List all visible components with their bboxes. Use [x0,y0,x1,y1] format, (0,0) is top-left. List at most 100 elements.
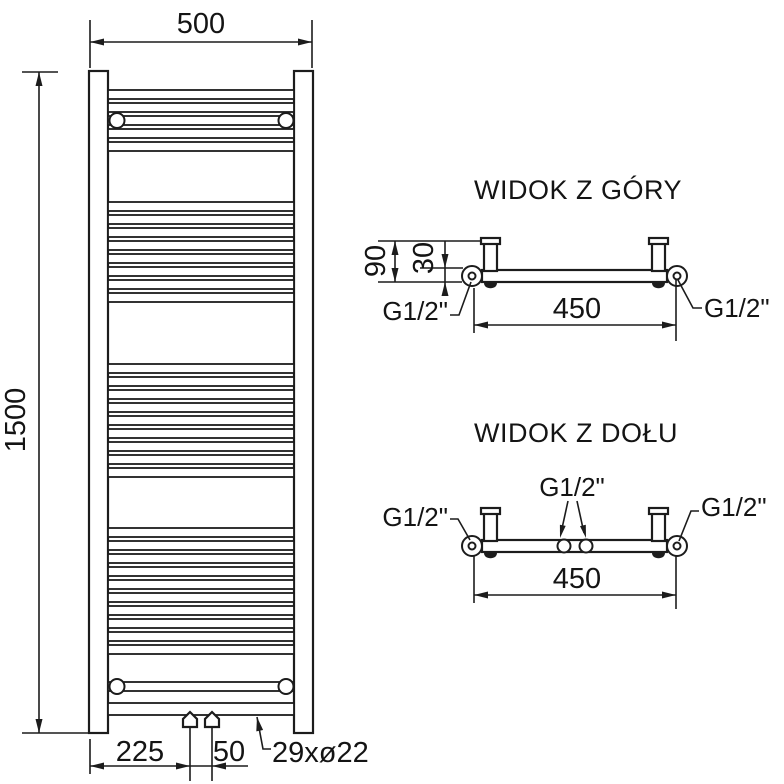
valve-connections [181,710,221,781]
tube-row [107,454,295,465]
tube-row [107,702,295,716]
arrow-up-icon [256,717,264,732]
bracket-stub-right [650,511,667,543]
bracket-cap-left [479,506,502,516]
top-view-bar [480,268,669,284]
bracket-cap-right [647,236,670,246]
tube-row [107,214,295,225]
bracket-circle-bottom-right [277,678,295,695]
arrow-right-icon [662,591,676,599]
valve-icon-right [203,710,221,729]
arrow-down-icon [559,524,566,538]
top-view: WIDOK Z GÓRY 90 30 [360,174,770,341]
tube-row [107,102,295,113]
tube-count-label: 29xø22 [272,737,369,769]
collector-cap-right [652,283,665,289]
arrow-right-icon [176,762,190,770]
center-connection-right [578,538,594,554]
bottom-view: WIDOK Z DOŁU G1/2" G1/2" G1/2" [382,418,767,609]
tube-row [107,467,295,478]
top-right-connection-label: G1/2" [704,293,770,323]
tube-row [107,363,295,374]
bracket-stub-left [482,511,499,543]
front-view: 500 1500 225 50 29xø22 [0,8,369,781]
tube-row [107,292,295,303]
bracket-circle-bottom-left [108,678,126,695]
bracket-circle-top-left [108,112,126,129]
arrow-left-icon [212,762,226,770]
tube-row [107,631,295,642]
dim-bottom-offsets: 225 50 [89,736,248,774]
collector-left [87,69,110,735]
tube-row [107,389,295,400]
collector-cap-left [484,553,497,559]
dim-width-500: 500 [89,8,313,68]
connection-port-right [672,271,682,281]
arrow-up-icon [391,241,399,255]
tube-row [107,376,295,387]
tube-row [107,201,295,212]
tube-row [107,240,295,251]
bracket-circle-top-right [277,112,295,129]
arrow-down-icon [391,268,399,282]
connection-port-left [467,541,477,551]
valve-icon-left [181,710,199,729]
bottom-left-connection-callout: G1/2" [382,502,471,541]
dim-top-450: 450 [473,280,677,341]
bottom-view-bar [480,538,669,554]
bracket-stub-right [650,241,667,273]
tube-row [107,279,295,290]
tube-row [107,227,295,238]
bracket-stub-left [482,241,499,273]
bottom-right-connection-label: G1/2" [701,492,767,522]
bottom-right-connection-callout: G1/2" [678,492,767,542]
bottom-view-title: WIDOK Z DOŁU [474,418,678,448]
tube-row [107,605,295,616]
tube-row [107,618,295,629]
tube-row [107,527,295,538]
collector-cap-right [652,553,665,559]
arrow-right-icon [298,38,312,46]
arrow-left-icon [90,762,104,770]
height-dimension-label: 1500 [0,388,32,453]
connection-port-right [672,541,682,551]
arrow-left-icon [90,38,104,46]
top-view-title: WIDOK Z GÓRY [474,174,682,205]
arrow-down-icon [580,524,586,538]
tube-row [107,644,295,655]
tube-rows [107,89,295,716]
center-connection-label: G1/2" [539,472,605,502]
connection-port-left [467,271,477,281]
tube-row [107,592,295,603]
offset-30-label: 30 [408,242,440,274]
arrow-up-icon [441,282,449,296]
tube-row [107,128,295,139]
spacing-50-label: 50 [213,736,245,768]
top-left-connection-label: G1/2" [382,296,448,326]
tube-row [107,553,295,564]
tube-row [107,141,295,152]
tube-row [107,415,295,426]
arrow-left-icon [474,321,488,329]
tube-row [107,253,295,264]
tube-row [107,266,295,277]
depth-90-label: 90 [360,245,392,277]
tube-row [107,441,295,452]
bracket-cap-right [647,506,670,516]
dim-offset-30: 30 [408,241,463,296]
tube-row [107,566,295,577]
bottom-left-connection-label: G1/2" [382,502,448,532]
arrow-up-icon [35,72,43,86]
width-dimension-label: 500 [177,8,225,40]
dim-bottom-450: 450 [473,556,677,609]
bracket-cap-left [479,236,502,246]
collector-right [292,69,315,735]
arrow-down-icon [35,719,43,733]
tube-row [107,540,295,551]
tube-row [107,579,295,590]
tube-row [107,681,295,692]
offset-225-label: 225 [116,736,164,768]
collector-cap-left [484,283,497,289]
